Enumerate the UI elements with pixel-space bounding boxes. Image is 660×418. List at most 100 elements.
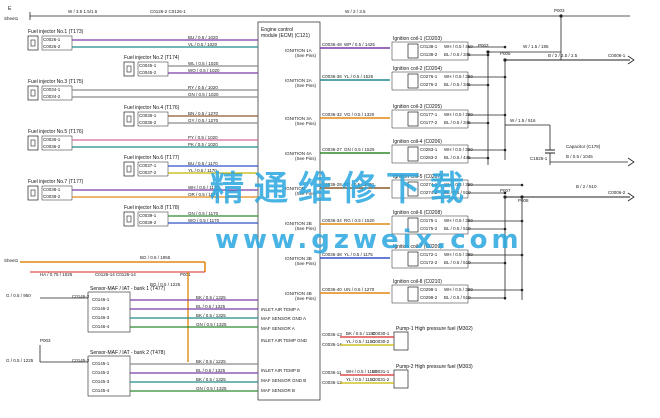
ignition-wire-label: GN / 0.5 / 1525 bbox=[344, 147, 375, 152]
pump-ecm-conn-1: C0036-13 bbox=[322, 332, 342, 337]
coil-name: Ignition coil-3 (C0205) bbox=[393, 104, 442, 110]
pump-conn-2: C0030-2 bbox=[372, 339, 390, 344]
fuel-injector-8: Fuel injector No.8 (T178)C0039-1C0039-2G… bbox=[123, 205, 258, 227]
supply-label: B / 2 / 2.5 / 2.5 bbox=[548, 53, 578, 58]
injector-name: Fuel injector No.2 (T174) bbox=[124, 55, 180, 61]
injector-name: Fuel injector No.5 (T176) bbox=[28, 129, 84, 135]
fuel-injector-7: Fuel injector No.7 (T177)C0038-1C0038-2W… bbox=[27, 179, 258, 201]
injector-symbol bbox=[27, 85, 39, 101]
splice-2: P005 bbox=[500, 51, 511, 56]
injector-wire-2-label: OR / 0.5 / 1170 bbox=[188, 192, 219, 197]
coil-wire-1-label: WH / 0.5 / 390 bbox=[444, 147, 473, 152]
injector-symbol bbox=[123, 61, 135, 77]
coil-name: Ignition coil-6 (C0208) bbox=[393, 210, 442, 216]
ecm-output-label: IGNITION 4A bbox=[285, 151, 312, 156]
top-feed-label: W / 3.5 1.5/1.5 bbox=[68, 9, 98, 14]
ignition-wire-from: C0036-27 bbox=[322, 147, 342, 152]
injector-wire-1-label: WL / 0.5 / 1020 bbox=[188, 61, 219, 66]
ecm-sensor-pin-label: INLET AIR TEMP A bbox=[261, 307, 300, 312]
coil-wire-2-label: BL / 0.5 / 510 bbox=[444, 190, 471, 195]
ignition-coil-4: Ignition coil-4 (C0206)C0283-1C0283-2WH … bbox=[391, 139, 507, 164]
fuel-injector-2: Fuel injector No.2 (T174)C0045-1C0045-2W… bbox=[123, 55, 258, 77]
injector-group: Fuel injector No.1 (T173)C0026-1C0026-2B… bbox=[27, 29, 258, 227]
pump-ecm-conn-2: C0036-14 bbox=[322, 342, 342, 347]
injector-wire-1-label: GN / 0.5 / 1170 bbox=[188, 211, 219, 216]
fuel-pump-group: Pump-1 High pressure fuel (M302) C0036-13… bbox=[322, 326, 473, 389]
injector-conn-1: C0034-1 bbox=[43, 87, 61, 92]
injector-symbol bbox=[123, 211, 135, 227]
pump-name: Pump-1 High pressure fuel (M302) bbox=[396, 326, 473, 332]
ecm-output-sublabel: (See Pins) bbox=[295, 121, 317, 126]
coil-conn-1: C0172-1 bbox=[420, 252, 438, 257]
pump-name: Pump-2 High pressure fuel (M303) bbox=[396, 364, 473, 370]
coil-symbol bbox=[407, 251, 419, 267]
coil-name: Ignition coil-7 (C0209) bbox=[393, 244, 442, 250]
injector-conn-2: C0037-2 bbox=[139, 170, 157, 175]
coil-wire-1-label: WH / 0.5 / 390 bbox=[444, 252, 473, 257]
coil-conn-1: C0298-1 bbox=[420, 287, 438, 292]
watermark-cn: 精通维修下载 bbox=[210, 169, 474, 209]
ignition-wire-from: C0036-34 bbox=[322, 218, 342, 223]
injector-conn-2: C0036-2 bbox=[43, 144, 61, 149]
injector-name: Fuel injector No.4 (T176) bbox=[124, 105, 180, 111]
feed-left-1: G / 0.5 / 950 bbox=[6, 293, 31, 298]
injector-conn-2: C0035-2 bbox=[139, 120, 157, 125]
feed-left-2: G / 0.5 / 1225 bbox=[6, 358, 34, 363]
ecm-output-sublabel: (See Pins) bbox=[295, 191, 317, 196]
ecm-output-label: IGNITION bbox=[285, 186, 305, 191]
feed-splice: P001 bbox=[180, 272, 191, 277]
sensor-ref: C0145-2 bbox=[72, 358, 90, 363]
cap-name: Capacitor (C178) bbox=[566, 144, 601, 149]
sensor-pin: C0146-1 bbox=[92, 297, 110, 302]
injector-wire-2-label: WO / 0.5 / 1170 bbox=[188, 218, 220, 223]
ignition-wire-label: WP / 0.5 / 1425 bbox=[344, 42, 375, 47]
sensor-pin: C0146-2 bbox=[92, 306, 110, 311]
ecm-block: Engine control module (ECM) (C121) bbox=[257, 21, 321, 401]
feed-splice-2: P003 bbox=[40, 338, 51, 343]
top-feed: E Sheet1 W / 3.5 1.5/1.5 C0126-2 C0126-1… bbox=[4, 6, 630, 21]
pump-symbol bbox=[393, 369, 409, 389]
sensor-wire-label: BK / 0.5 / 1325 bbox=[196, 295, 226, 300]
coil-wire-2-label: BL / 0.5 / 445 bbox=[444, 155, 471, 160]
maf-sensor-2: Sensor-MAF / IAT - bank 2 (T478)C0145-2C… bbox=[72, 350, 258, 397]
ecm-output-sublabel: (See Pins) bbox=[295, 261, 317, 266]
wire-c3: B / 2 / 510 bbox=[576, 184, 597, 189]
coil-wire-1-label: WH / 0.5 / 390 bbox=[444, 182, 473, 187]
sensor-pin: C0146-4 bbox=[92, 324, 110, 329]
injector-name: Fuel injector No.8 (T178) bbox=[124, 205, 180, 211]
splice-3: P007 bbox=[500, 188, 511, 193]
injector-conn-1: C0037-1 bbox=[139, 163, 157, 168]
injector-name: Fuel injector No.6 (T177) bbox=[124, 155, 180, 161]
sensor-wire-label: BK / 0.5 / 1225 bbox=[196, 359, 226, 364]
coil-wire-2-label: BL / 0.5 / 510 bbox=[444, 226, 471, 231]
injector-conn-2: C0034-2 bbox=[43, 94, 61, 99]
coil-name: Ignition coil-2 (C0204) bbox=[393, 66, 442, 72]
coil-conn-1: C0283-1 bbox=[420, 147, 438, 152]
top-left-code: E bbox=[8, 6, 12, 12]
ignition-wire-label: VG / 0.5 / 1320 bbox=[344, 112, 375, 117]
wire-c1: W / 1.5 / 516 bbox=[510, 118, 536, 123]
coil-wire-2-label: BL / 0.5 / 345 bbox=[444, 120, 471, 125]
coil-conn-1: C0177-1 bbox=[420, 112, 438, 117]
coil-wire-2-label: BL / 0.5 / 345 bbox=[444, 52, 471, 57]
coil-name: Ignition coil-1 (C0203) bbox=[393, 36, 442, 42]
ignition-coil-5: Ignition coil-5 (C0207)C0274-1C0274-2WH … bbox=[391, 174, 524, 199]
pump-symbol bbox=[393, 331, 409, 351]
ecm-sensor-pin-label: MAF SENSOR A bbox=[261, 326, 295, 331]
ignition-wire-from: C0036-40 bbox=[322, 287, 342, 292]
ecm-output-label: IGNITION 2B bbox=[285, 221, 312, 226]
sensor-wire-label: BL / 0.5 / 1325 bbox=[196, 368, 226, 373]
sensor-symbol bbox=[87, 355, 131, 397]
injector-name: Fuel injector No.3 (T175) bbox=[28, 79, 84, 85]
ignition-wire-from: C0036-38 bbox=[322, 252, 342, 257]
ecm-output-label: IGNITION 1A bbox=[285, 48, 312, 53]
ecm-output-label: IGNITION 3B bbox=[285, 256, 312, 261]
coil-symbol bbox=[407, 73, 419, 89]
right-supply: P003 P005 W / 1.5 / 195 B / 2 / 2.5 / 2.… bbox=[478, 16, 635, 300]
ignition-coil-group: Ignition coil-1 (C0203)C0138-1C0138-2WH … bbox=[391, 36, 524, 304]
